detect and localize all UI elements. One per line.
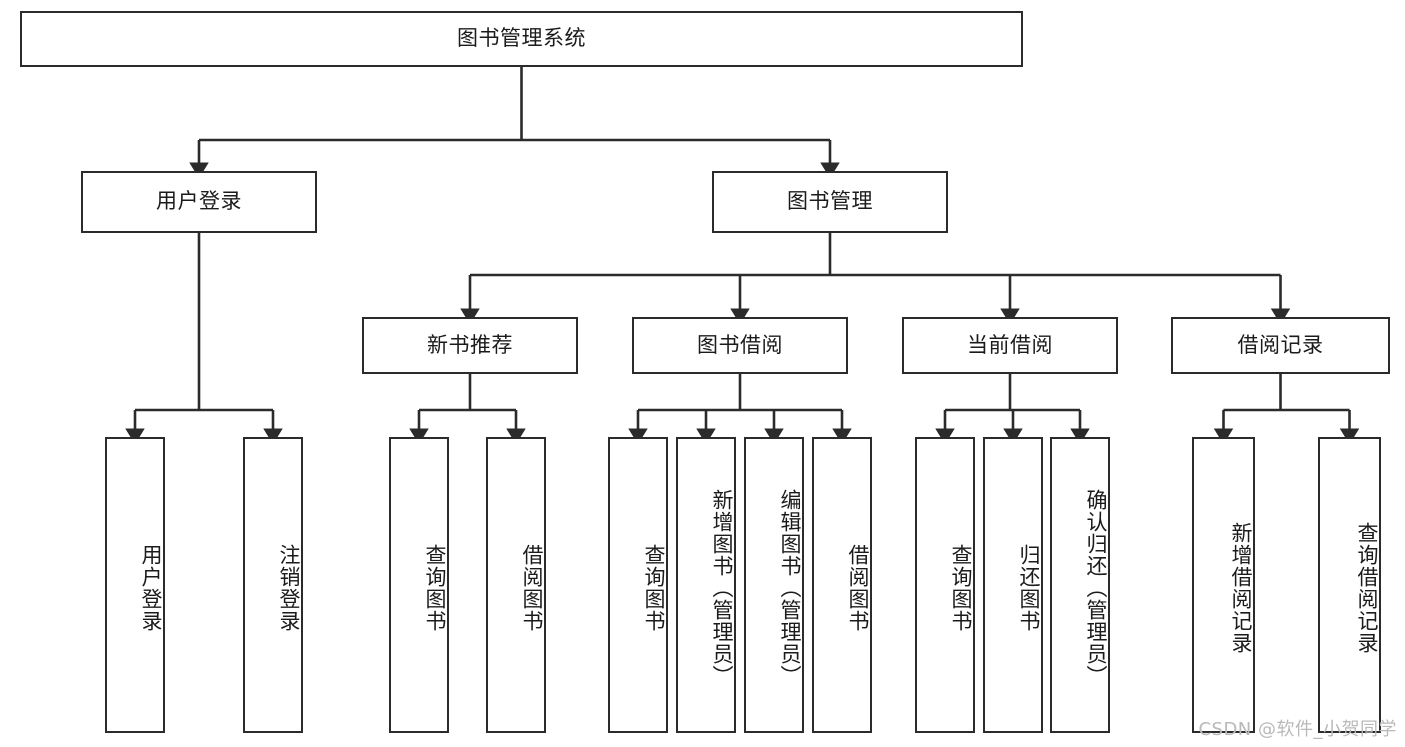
node-leaf-edit-book[interactable]: 编辑图书（管理员） [744, 437, 804, 733]
node-label-leaf-query-record: 查询借阅记录 [1355, 522, 1379, 654]
node-leaf-borrow-book-2[interactable]: 借阅图书 [812, 437, 872, 733]
node-label-leaf-borrow-book-1: 借阅图书 [520, 544, 544, 632]
node-current-borrow[interactable]: 当前借阅 [902, 317, 1118, 374]
node-leaf-borrow-book-1[interactable]: 借阅图书 [486, 437, 546, 733]
node-leaf-add-book[interactable]: 新增图书（管理员） [676, 437, 736, 733]
node-leaf-return-book[interactable]: 归还图书 [983, 437, 1043, 733]
node-label-book-mgmt: 图书管理 [787, 189, 873, 214]
node-leaf-user-logout[interactable]: 注销登录 [243, 437, 303, 733]
node-leaf-add-record[interactable]: 新增借阅记录 [1192, 437, 1255, 733]
node-book-borrow[interactable]: 图书借阅 [632, 317, 848, 374]
node-label-current-borrow: 当前借阅 [967, 332, 1053, 357]
node-leaf-query-book-1[interactable]: 查询图书 [389, 437, 449, 733]
node-label-leaf-confirm-return: 确认归还（管理员） [1084, 489, 1108, 687]
node-user-login[interactable]: 用户登录 [81, 171, 317, 233]
node-label-leaf-add-book: 新增图书（管理员） [710, 489, 734, 687]
node-root[interactable]: 图书管理系统 [20, 11, 1023, 67]
node-label-root: 图书管理系统 [457, 26, 586, 51]
node-leaf-query-record[interactable]: 查询借阅记录 [1318, 437, 1381, 733]
node-label-new-book-rec: 新书推荐 [427, 332, 513, 357]
node-label-leaf-add-record: 新增借阅记录 [1229, 522, 1253, 654]
node-label-leaf-query-book-2: 查询图书 [642, 544, 666, 632]
node-book-mgmt[interactable]: 图书管理 [712, 171, 948, 233]
node-label-leaf-return-book: 归还图书 [1017, 544, 1041, 632]
node-borrow-record[interactable]: 借阅记录 [1171, 317, 1390, 374]
node-label-user-login: 用户登录 [156, 189, 242, 214]
node-label-leaf-user-logout: 注销登录 [277, 544, 301, 632]
watermark-label: CSDN @软件_小贺同学 [1198, 719, 1397, 740]
node-leaf-query-book-3[interactable]: 查询图书 [915, 437, 975, 733]
node-leaf-query-book-2[interactable]: 查询图书 [608, 437, 668, 733]
node-label-leaf-edit-book: 编辑图书（管理员） [778, 489, 802, 687]
node-label-leaf-query-book-1: 查询图书 [423, 544, 447, 632]
node-label-borrow-record: 借阅记录 [1237, 332, 1324, 357]
node-leaf-confirm-return[interactable]: 确认归还（管理员） [1050, 437, 1110, 733]
node-new-book-rec[interactable]: 新书推荐 [362, 317, 578, 374]
node-leaf-user-login[interactable]: 用户登录 [105, 437, 165, 733]
node-label-leaf-query-book-3: 查询图书 [949, 544, 973, 632]
node-label-book-borrow: 图书借阅 [697, 332, 783, 357]
node-label-leaf-borrow-book-2: 借阅图书 [846, 544, 870, 632]
node-label-leaf-user-login: 用户登录 [139, 544, 163, 632]
